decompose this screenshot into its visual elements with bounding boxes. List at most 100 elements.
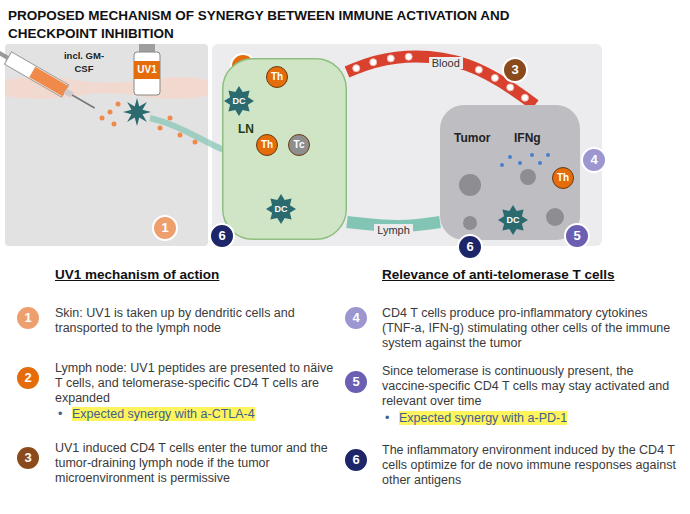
peptide-dot — [108, 110, 113, 115]
callout-circle — [16, 446, 40, 470]
step-text: UV1 induced CD4 T cells enter the tumor … — [55, 441, 328, 485]
callout-circle — [344, 306, 368, 330]
vial-label — [134, 61, 160, 79]
callout-number: 2 — [15, 365, 41, 391]
callout-number: 6 — [209, 223, 235, 249]
node-text: 1 — [161, 221, 168, 235]
callout-number: 5 — [564, 223, 590, 249]
vial-cap — [139, 44, 155, 52]
callout-circle — [503, 58, 527, 82]
lymph-node: LNDCThThTcDC — [222, 58, 347, 240]
edge-label-box: Blood — [429, 53, 463, 71]
callout-number: 6 — [343, 447, 369, 473]
blood-cell — [405, 53, 412, 60]
step-text-box: CD4 T cells produce pro-inflammatory cyt… — [382, 305, 677, 350]
blood-cell — [491, 74, 498, 81]
node-text: 4 — [590, 153, 597, 167]
cell-body — [289, 135, 310, 156]
node-text: 6 — [466, 240, 473, 254]
node-text: DC — [275, 202, 288, 216]
callout-circle — [344, 448, 368, 472]
step-text-box: UV1 induced CD4 T cells enter the tumor … — [55, 440, 340, 485]
peptide-dot — [100, 116, 105, 121]
t-helper-cell: Th — [552, 167, 574, 189]
step-text-box: Lymph node: UV1 peptides are presented t… — [55, 360, 340, 405]
body-panel — [212, 44, 602, 246]
callout-number: 3 — [15, 445, 41, 471]
t-helper-cell: Th — [266, 66, 288, 88]
uv1-peptides — [100, 102, 198, 145]
syringe-hub — [64, 88, 74, 97]
lymph-node-shape — [223, 59, 347, 240]
edge-label-box: Lymph — [374, 220, 413, 238]
step-text: Lymph node: UV1 peptides are presented t… — [55, 361, 333, 405]
node-text: Th — [261, 138, 273, 152]
column-heading: UV1 mechanism of action — [55, 267, 219, 282]
node-text: Th — [271, 70, 283, 84]
callout-number: 6 — [457, 234, 483, 260]
cytokine-dot — [538, 161, 542, 165]
cytotoxic-t-cell: Tc — [288, 134, 310, 156]
step-text: Since telomerase is continuously present… — [382, 364, 669, 408]
blood-cell — [370, 59, 377, 66]
callout-circle — [582, 148, 606, 172]
node-text: Th — [557, 171, 569, 185]
step-text-box: The inflammatory environment induced by … — [382, 442, 677, 487]
node-text: DC — [507, 213, 520, 227]
callout-circle — [565, 224, 589, 248]
tumor: TumorIFNgThDC — [440, 105, 580, 240]
dendritic-star — [266, 194, 296, 224]
node-text: 4 — [352, 311, 359, 325]
step-text: Skin: UV1 is taken up by dendritic cells… — [55, 306, 295, 335]
column-heading-box: UV1 mechanism of action — [55, 266, 355, 283]
ingredient-note: incl. GM-CSF — [64, 50, 104, 74]
blood-cell — [475, 66, 482, 73]
dendritic-cell: DC — [224, 86, 254, 116]
callout-number: 1 — [152, 215, 178, 241]
tumor-cell — [520, 169, 536, 185]
callout-circle — [458, 235, 482, 259]
cytokine-dot — [500, 163, 504, 167]
bullet: • — [58, 407, 62, 421]
callout-circle — [153, 216, 177, 240]
column-heading-box: Relevance of anti-telomerase T cells — [382, 266, 682, 283]
node-text: Tc — [294, 138, 305, 152]
peptide-dot — [178, 133, 183, 138]
blood-cell — [353, 65, 360, 72]
syringe-liquid — [29, 67, 68, 96]
column-heading: Relevance of anti-telomerase T cells — [382, 267, 615, 282]
step-text-box: Skin: UV1 is taken up by dendritic cells… — [55, 305, 340, 335]
bullet-box: • — [58, 406, 70, 421]
synergy-note-box: Expected synergy with a-CTLA-4 — [72, 406, 342, 421]
peptide-dot — [158, 126, 163, 131]
bullet-box: • — [385, 410, 397, 425]
blood-cell — [387, 55, 394, 62]
dendritic-star — [224, 86, 254, 116]
tumor-shape — [440, 105, 580, 240]
callout-number: 4 — [581, 147, 607, 173]
step-text: The inflammatory environment induced by … — [382, 443, 676, 487]
cytokine-dot — [518, 161, 522, 165]
vaccine-vial: UV1 — [132, 44, 162, 96]
node-text: 2 — [24, 371, 31, 385]
step-text-box: Since telomerase is continuously present… — [382, 363, 677, 408]
blood-cell — [521, 94, 528, 101]
peptide-dot — [116, 102, 121, 107]
cell-body — [267, 67, 288, 88]
edge-label: Blood — [429, 57, 463, 69]
node-text: IFNg — [514, 131, 654, 145]
synergy-note: Expected synergy with a-CTLA-4 — [72, 407, 255, 421]
node-text: 1 — [24, 311, 31, 325]
dendritic-cell: DC — [266, 194, 296, 224]
synergy-note: Expected synergy with a-PD-1 — [399, 411, 567, 425]
callout-number: 1 — [15, 305, 41, 331]
callout-circle — [16, 306, 40, 330]
blood-vessel — [347, 57, 535, 105]
node-text: 3 — [511, 63, 518, 77]
node-text: LN — [238, 122, 363, 136]
callout-circle — [210, 224, 234, 248]
peptide-dot — [168, 116, 173, 121]
cytokine-dot — [546, 153, 550, 157]
